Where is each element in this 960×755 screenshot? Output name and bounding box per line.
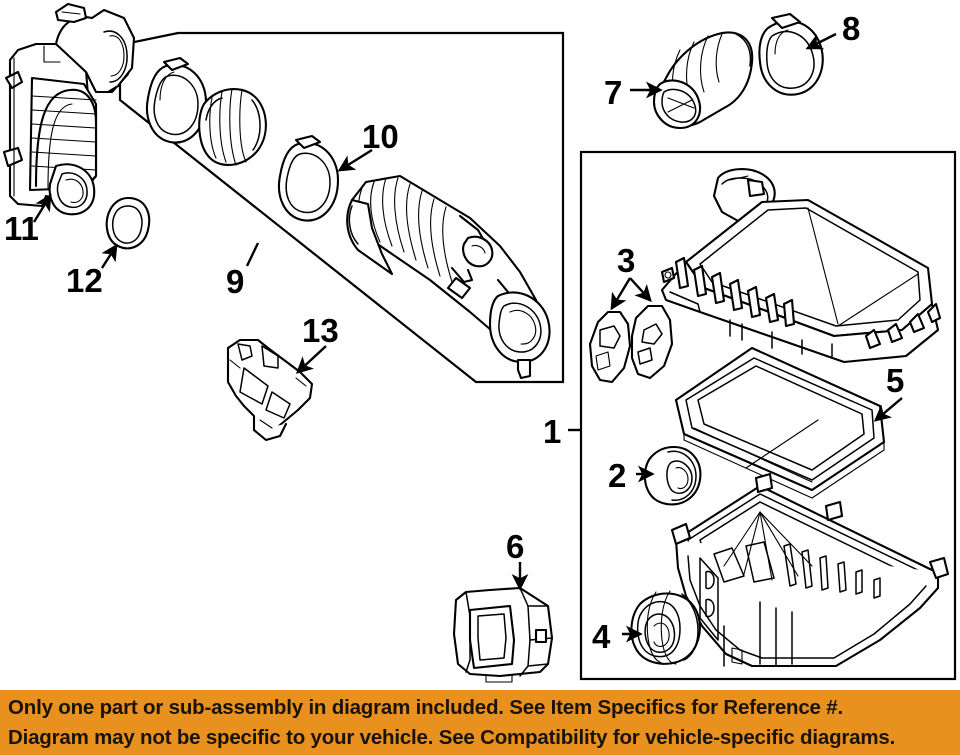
callout-1: 1	[543, 413, 581, 450]
callout-2-label: 2	[608, 457, 626, 494]
disclaimer-line-1: Only one part or sub-assembly in diagram…	[8, 695, 843, 719]
disclaimer-line-2: Diagram may not be specific to your vehi…	[8, 725, 896, 749]
disclaimer-banner: Only one part or sub-assembly in diagram…	[0, 690, 960, 755]
part-11-throttle-body	[2, 2, 136, 216]
callout-4: 4	[592, 618, 643, 655]
callout-11: 11	[4, 193, 52, 247]
part-9-clamp-ring-c	[278, 134, 340, 222]
callout-7: 7	[604, 74, 663, 111]
air-cleaner-upper-cover	[660, 168, 942, 364]
callout-11-label: 11	[4, 210, 39, 247]
callout-3-label: 3	[617, 242, 635, 279]
callout-5-label: 5	[886, 362, 904, 399]
callout-3: 3	[610, 242, 652, 311]
callout-5: 5	[873, 362, 904, 422]
air-cleaner-lower-housing	[670, 472, 950, 668]
callout-13: 13	[295, 312, 339, 374]
callout-13-label: 13	[302, 312, 339, 349]
callout-12: 12	[66, 243, 118, 299]
callout-4-label: 4	[592, 618, 611, 655]
callout-12-label: 12	[66, 262, 103, 299]
callout-6-label: 6	[506, 528, 524, 565]
callout-8-label: 8	[842, 10, 860, 47]
callout-9: 9	[226, 242, 260, 300]
part-3-clip-pair	[588, 304, 674, 384]
part-6-resonator-box	[452, 586, 554, 683]
callout-10: 10	[337, 118, 399, 172]
callout-9-label: 9	[226, 263, 244, 300]
part-4-grommet-lower	[630, 590, 701, 665]
part-13-maf-sensor	[226, 338, 314, 442]
exploded-parts-diagram: .ln{fill:none;stroke:#000;stroke-width:2…	[2, 2, 957, 683]
callout-2: 2	[608, 457, 655, 494]
part-12-gasket-seal	[105, 196, 151, 250]
part-5-air-filter-element	[674, 346, 886, 499]
callout-10-label: 10	[362, 118, 399, 155]
part-9-intake-hose	[346, 174, 551, 380]
callout-7-label: 7	[604, 74, 622, 111]
right-assembly-panel	[579, 150, 957, 681]
callout-8: 8	[805, 10, 860, 50]
part-9-bellows-small	[198, 87, 267, 167]
part-9-clamp-ring-a	[146, 56, 208, 144]
callout-1-label: 1	[543, 413, 561, 450]
callout-6: 6	[506, 528, 529, 591]
part-2-grommet-upper	[643, 445, 702, 506]
